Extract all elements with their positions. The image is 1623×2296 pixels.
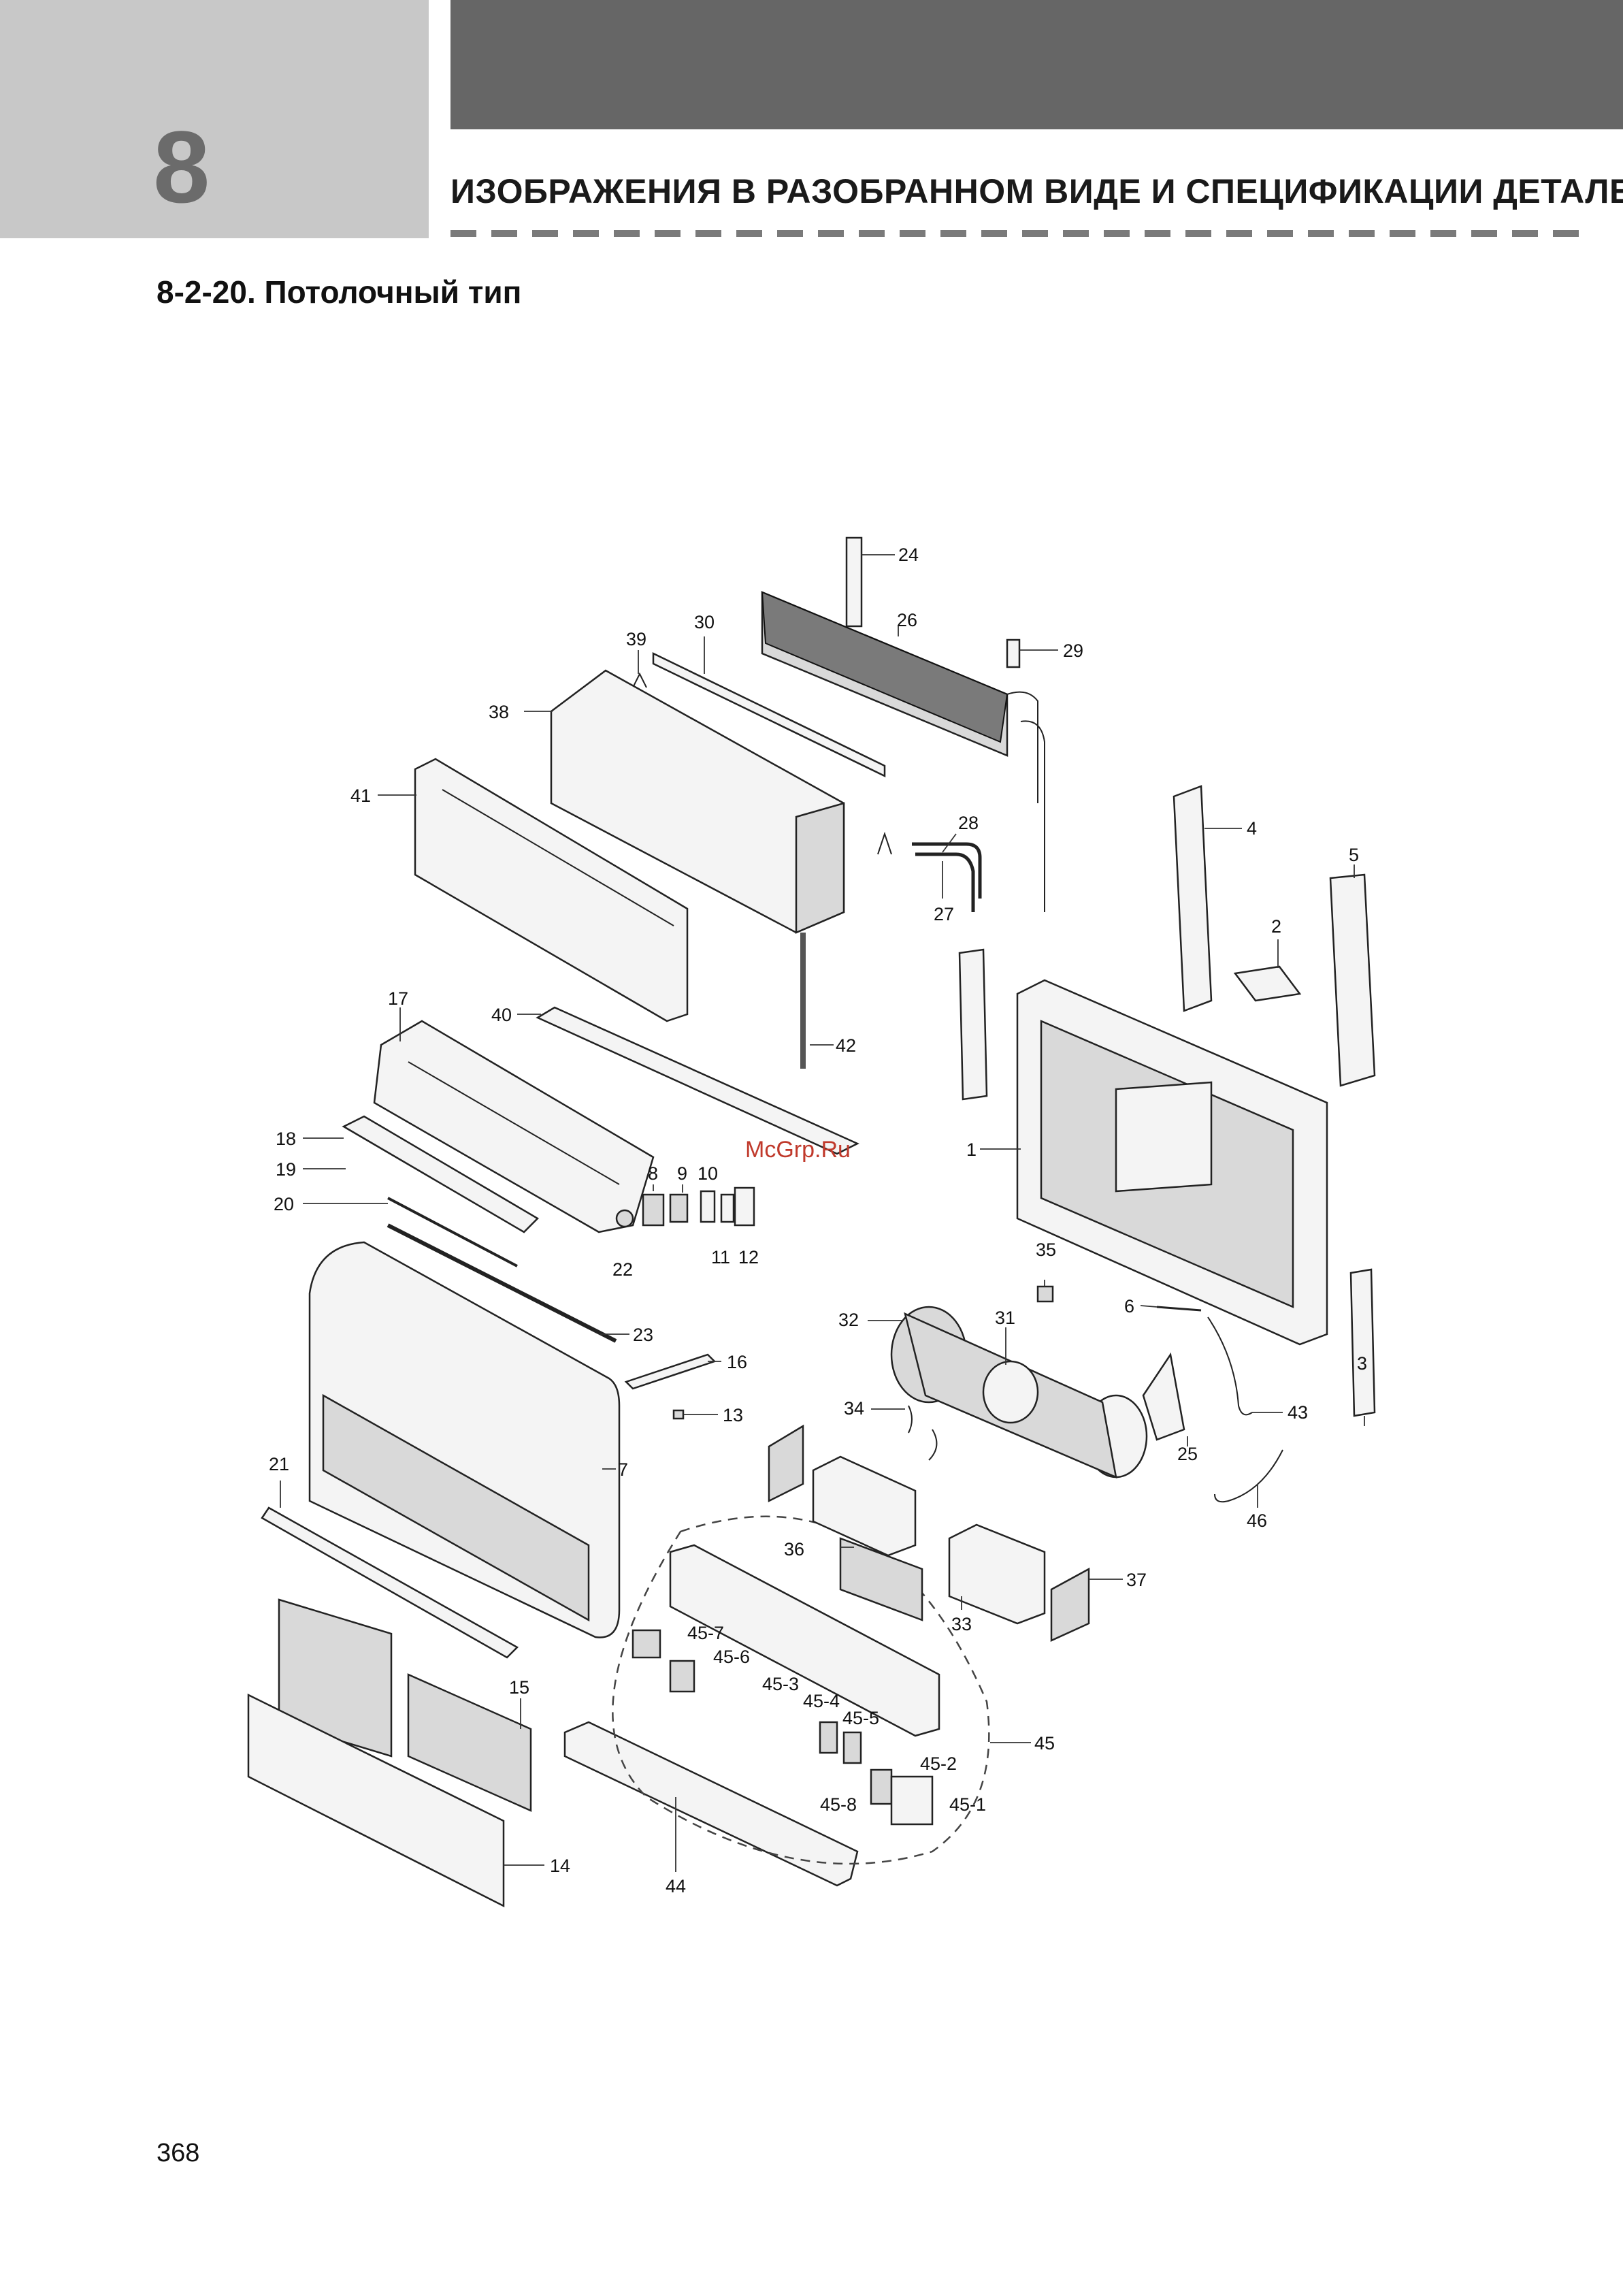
part-28-27-pipes (912, 834, 980, 912)
callout-2: 2 (1271, 916, 1281, 937)
callout-26: 26 (897, 610, 917, 630)
callout-36: 36 (784, 1539, 804, 1559)
callout-41: 41 (350, 786, 371, 806)
part-31-motor (983, 1327, 1038, 1423)
callout-6: 6 (1124, 1296, 1134, 1316)
callout-1: 1 (966, 1139, 977, 1160)
callout-20: 20 (274, 1194, 294, 1214)
callout-13: 13 (723, 1405, 743, 1425)
callout-31: 31 (995, 1308, 1015, 1328)
callout-45-5: 45-5 (842, 1708, 879, 1728)
part-1-frame (980, 980, 1327, 1344)
part-grille-left (769, 1426, 803, 1501)
callout-35: 35 (1036, 1240, 1056, 1260)
part-44-bottom-cover (565, 1722, 857, 1886)
part-2 (1235, 939, 1300, 1001)
part-13 (674, 1410, 718, 1419)
part-42-pipe (803, 933, 834, 1069)
callout-3: 3 (1357, 1353, 1367, 1374)
callout-43: 43 (1288, 1402, 1308, 1423)
callout-32: 32 (838, 1310, 859, 1330)
callout-14: 14 (550, 1856, 570, 1876)
callout-16: 16 (727, 1352, 747, 1372)
callout-30: 30 (694, 612, 715, 632)
callout-29: 29 (1063, 641, 1083, 661)
callout-37: 37 (1126, 1570, 1147, 1590)
page-number: 368 (157, 2139, 199, 2168)
callout-34: 34 (844, 1398, 864, 1419)
part-16 (626, 1355, 721, 1389)
part-7-front-panel (310, 1242, 619, 1638)
callout-39: 39 (626, 629, 646, 649)
part-8-9-10-11-12 (643, 1184, 754, 1225)
callout-45-3: 45-3 (762, 1674, 799, 1694)
callout-27: 27 (934, 904, 954, 924)
callout-7: 7 (618, 1459, 628, 1480)
callout-9: 9 (677, 1163, 687, 1184)
callout-45-2: 45-2 (920, 1753, 957, 1774)
watermark: McGrp.Ru (745, 1137, 851, 1163)
callout-45-8: 45-8 (820, 1794, 857, 1815)
callout-45-4: 45-4 (803, 1691, 840, 1711)
callout-45-7: 45-7 (687, 1623, 724, 1643)
part-3-panel (1351, 1270, 1375, 1426)
callout-23: 23 (633, 1325, 653, 1345)
part-35 (1038, 1280, 1053, 1301)
callout-22: 22 (612, 1259, 633, 1280)
callout-28: 28 (958, 813, 979, 833)
callout-17: 17 (388, 988, 408, 1009)
part-scroll-housing-left (813, 1457, 915, 1555)
part-4-bracket (1174, 786, 1242, 1011)
part-33-scroll-housing (949, 1525, 1045, 1623)
callout-5: 5 (1349, 845, 1359, 865)
callout-8: 8 (648, 1163, 658, 1184)
callout-12: 12 (738, 1247, 759, 1267)
callout-45-1: 45-1 (949, 1794, 986, 1815)
callout-45: 45 (1034, 1733, 1055, 1753)
callout-21: 21 (269, 1454, 289, 1474)
callout-33: 33 (951, 1614, 972, 1634)
part-39-clip (633, 650, 646, 688)
part-side-bracket (960, 950, 987, 1099)
callout-45-6: 45-6 (713, 1647, 750, 1667)
callout-19: 19 (276, 1159, 296, 1180)
callout-18: 18 (276, 1129, 296, 1149)
part-34-wiring (871, 1406, 936, 1460)
part-25-bracket (1143, 1355, 1187, 1446)
callout-15: 15 (509, 1677, 529, 1698)
callout-40: 40 (491, 1005, 512, 1025)
part-clip-small (878, 834, 891, 854)
callout-25: 25 (1177, 1444, 1198, 1464)
callout-10: 10 (698, 1163, 718, 1184)
callout-46: 46 (1247, 1510, 1267, 1531)
part-22 (617, 1210, 633, 1227)
callout-38: 38 (489, 702, 509, 722)
part-37-grille (1051, 1569, 1123, 1640)
part-6 (1141, 1306, 1201, 1310)
part-24-bracket (847, 538, 895, 626)
callout-11: 11 (711, 1247, 730, 1267)
part-46-sensor (1215, 1450, 1283, 1508)
callout-4: 4 (1247, 818, 1257, 839)
callout-44: 44 (666, 1876, 686, 1896)
callout-42: 42 (836, 1035, 856, 1056)
callout-24: 24 (898, 545, 919, 565)
part-5-bracket (1330, 864, 1375, 1086)
part-29 (1007, 640, 1058, 667)
